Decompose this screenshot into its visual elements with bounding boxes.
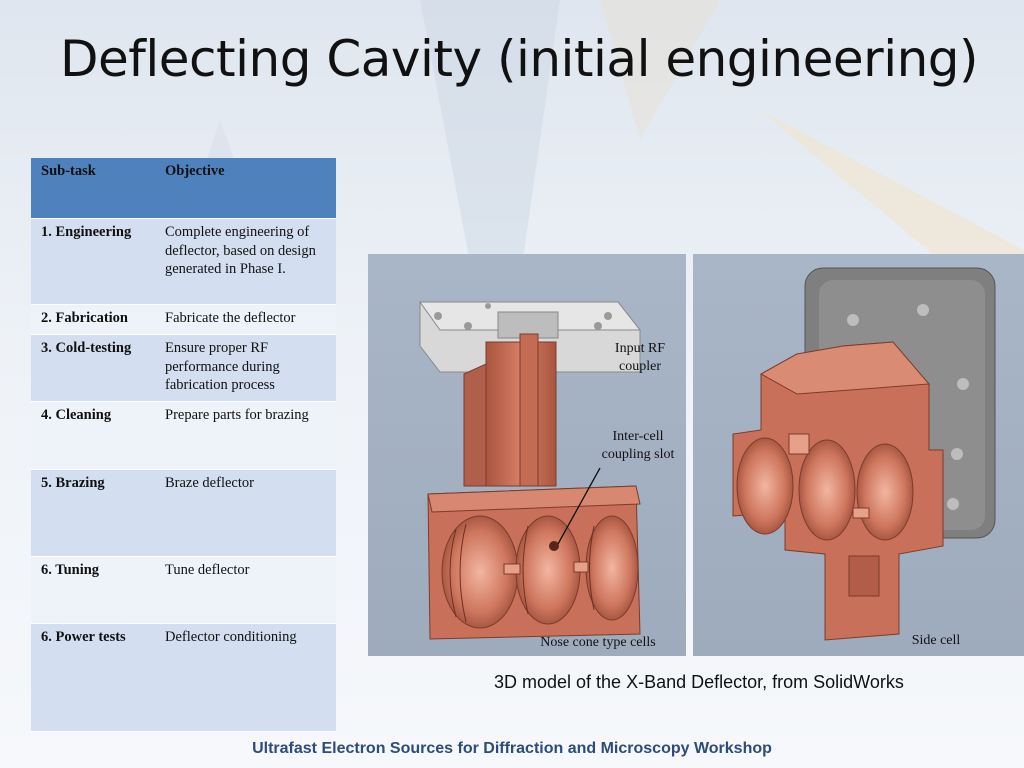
label-input-coupler: Input RF coupler: [614, 341, 666, 374]
slide-title: Deflecting Cavity (initial engineering): [60, 30, 979, 88]
subtask-cell: 6. Power tests: [31, 623, 155, 732]
subtask-cell: 5. Brazing: [31, 469, 155, 557]
objective-cell: Tune deflector: [155, 556, 336, 624]
subtask-cell: 6. Tuning: [31, 556, 155, 624]
objective-cell: Braze deflector: [155, 469, 336, 557]
subtask-cell: 2. Fabrication: [31, 304, 155, 335]
table-row: 1. Engineering Complete engineering of d…: [31, 218, 336, 305]
side-cell-drawing: [732, 267, 996, 641]
subtask-cell: 3. Cold-testing: [31, 334, 155, 402]
table-row: 6. Tuning Tune deflector: [31, 556, 336, 624]
table-row: 3. Cold-testing Ensure proper RF perform…: [31, 334, 336, 402]
table-row: 5. Brazing Braze deflector: [31, 469, 336, 557]
objective-cell: Complete engineering of deflector, based…: [155, 218, 336, 305]
figure-caption: 3D model of the X-Band Deflector, from S…: [494, 672, 904, 692]
table-row: 6. Power tests Deflector conditioning: [31, 623, 336, 732]
side-cell-figure: Side cell: [693, 254, 1024, 656]
deflector-cutaway-figure: Input RF coupler Inter-cell coupling slo…: [368, 254, 686, 656]
table-row: 4. Cleaning Prepare parts for brazing: [31, 401, 336, 470]
label-side-cell: Side cell: [911, 633, 961, 648]
slide-footer: Ultrafast Electron Sources for Diffracti…: [252, 740, 772, 757]
objective-cell: Deflector conditioning: [155, 623, 336, 732]
label-coupling-slot: Inter-cell coupling slot: [601, 429, 675, 462]
objective-cell: Ensure proper RF performance during fabr…: [155, 334, 336, 402]
subtask-cell: 1. Engineering: [31, 218, 155, 305]
label-nose-cone-cells: Nose cone type cells: [540, 635, 656, 650]
objective-cell: Prepare parts for brazing: [155, 401, 336, 470]
objective-cell: Fabricate the deflector: [155, 304, 336, 335]
subtask-table: Sub-task Objective 1. Engineering Comple…: [31, 158, 336, 732]
subtask-cell: 4. Cleaning: [31, 401, 155, 470]
table-header-row: Sub-task Objective: [31, 158, 336, 219]
deflector-cutaway-drawing: [419, 301, 642, 640]
header-subtask: Sub-task: [31, 158, 155, 219]
table-row: 2. Fabrication Fabricate the deflector: [31, 304, 336, 335]
header-objective: Objective: [155, 158, 336, 219]
